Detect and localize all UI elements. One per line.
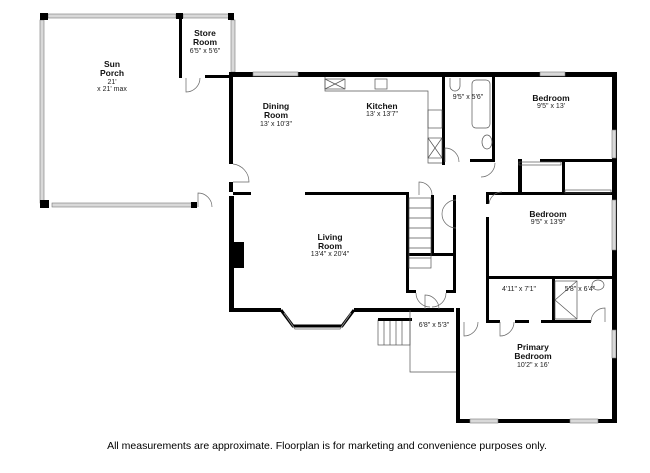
kitchen-dim: 13' x 13'7" xyxy=(366,111,399,118)
store-room-label: Store xyxy=(194,28,216,38)
exterior-stairs xyxy=(377,310,456,373)
dining-room-label: Room xyxy=(264,110,289,120)
store-room-dim: 6'5" x 5'6" xyxy=(190,48,221,55)
closet-dim: 4'11" x 7'1" xyxy=(502,286,536,293)
sun-porch-walls xyxy=(39,13,236,208)
store-room-label: Room xyxy=(193,37,218,47)
bath-dim: 5'8" x 6'4" xyxy=(565,286,596,293)
dining-room-dim: 13' x 10'3" xyxy=(260,121,293,128)
living-room-dim: 13'4" x 20'4" xyxy=(311,251,350,258)
sun-porch-label: Sun xyxy=(104,59,120,69)
living-room-label: Living xyxy=(317,232,342,242)
primary-bedroom-label: Primary xyxy=(517,342,549,352)
kitchen-label: Kitchen xyxy=(366,101,397,111)
sun-porch-label: Porch xyxy=(100,68,124,78)
disclaimer-text: All measurements are approximate. Floorp… xyxy=(107,440,547,452)
primary-bedroom-label: Bedroom xyxy=(514,351,552,361)
exterior-walls xyxy=(229,71,617,424)
primary-bedroom-dim: 10'2" x 16' xyxy=(517,362,549,369)
interior-stairs xyxy=(408,197,432,269)
sun-porch-dim: 21' xyxy=(107,79,116,86)
bath-dim: 9'5" x 5'6" xyxy=(453,94,484,101)
bedroom-label: Bedroom xyxy=(532,93,570,103)
fireplace xyxy=(232,242,244,268)
sun-porch-dim: x 21' max xyxy=(97,86,127,93)
bedroom-label: Bedroom xyxy=(529,209,567,219)
bedroom-dim: 9'5" x 13' xyxy=(537,103,565,110)
dining-room-label: Dining xyxy=(263,101,289,111)
bedroom-dim: 9'5" x 13'9" xyxy=(531,219,566,226)
living-room-label: Room xyxy=(318,241,343,251)
fixtures xyxy=(324,77,612,373)
room-labels: Sun Porch 21' x 21' max Store Room 6'5" … xyxy=(97,28,596,369)
interior-walls xyxy=(233,77,614,337)
landing-dim: 6'8" x 5'3" xyxy=(419,322,450,329)
